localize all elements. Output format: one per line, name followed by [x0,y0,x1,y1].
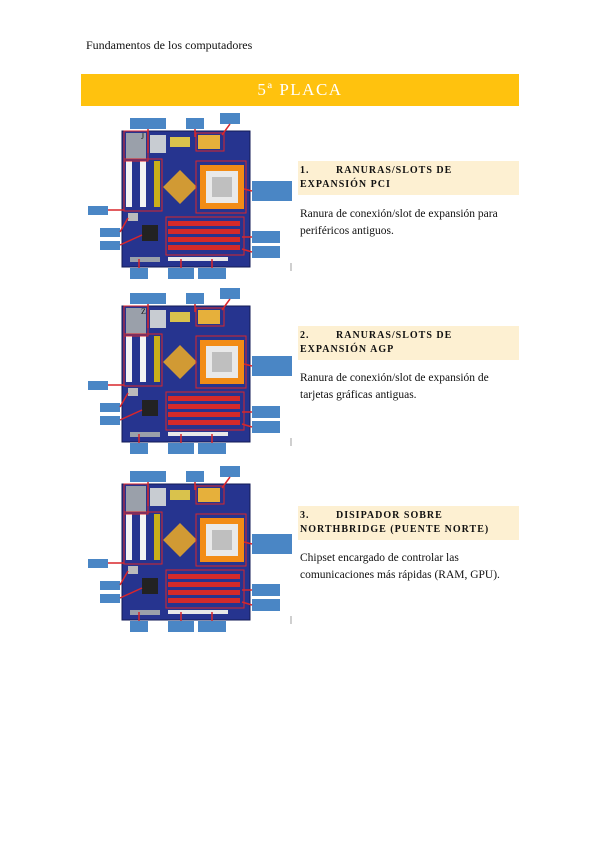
section-heading: 2.RANURAS/SLOTS DE EXPANSIÓN AGP [298,326,519,360]
section-number: 1. [300,165,310,176]
section-heading: 1.RANURAS/SLOTS DE EXPANSIÓN PCI [298,161,519,195]
section-banner: 5ª PLACA [81,74,519,106]
board-reference-label: J [141,132,144,141]
section-1: J 1.RANURAS/SLOTS DE EXPANSIÓN PCI Ranur… [0,113,599,283]
section-description: Ranura de conexión/slot de expansión de … [300,372,489,401]
running-head: Fundamentos de los computadores [86,38,253,52]
board-reference-label: Z [141,307,146,316]
section-title: RANURAS/SLOTS DE EXPANSIÓN AGP [300,330,453,355]
section-title: RANURAS/SLOTS DE EXPANSIÓN PCI [300,165,453,190]
section-3: 3.DISIPADOR SOBRE NORTHBRIDGE (PUENTE NO… [0,466,599,636]
section-description: Chipset encargado de controlar las comun… [300,552,500,581]
section-heading: 3.DISIPADOR SOBRE NORTHBRIDGE (PUENTE NO… [298,506,519,540]
motherboard-image [88,466,294,632]
section-2: Z 2.RANURAS/SLOTS DE EXPANSIÓN AGP Ranur… [0,288,599,458]
motherboard-image: J [88,113,294,279]
section-description: Ranura de conexión/slot de expansión par… [300,208,498,237]
section-number: 3. [300,510,310,521]
section-number: 2. [300,330,310,341]
section-title: DISIPADOR SOBRE NORTHBRIDGE (PUENTE NORT… [300,510,490,535]
motherboard-image: Z [88,288,294,454]
